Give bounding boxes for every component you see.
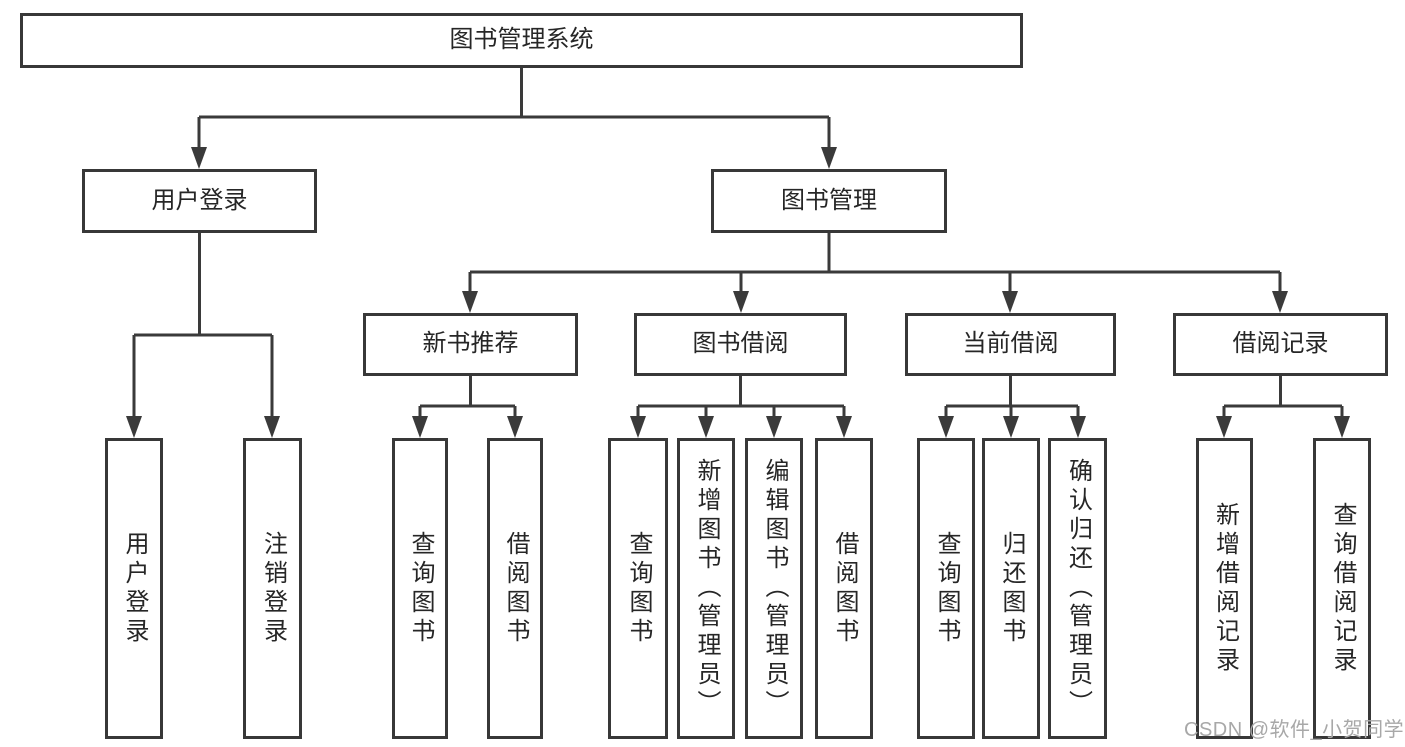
edge-new-book-recommend [418, 376, 517, 420]
node-label: 确认归还（管理员） [1064, 458, 1092, 719]
node-label: 查询图书 [933, 530, 960, 647]
node-book-management: 图书管理 [711, 169, 947, 233]
arrowhead [766, 416, 782, 438]
node-return-books: 归还图书 [982, 438, 1040, 739]
node-label: 归还图书 [998, 530, 1025, 647]
node-label: 当前借阅 [962, 330, 1059, 358]
node-add-borrow-record: 新增借阅记录 [1196, 438, 1253, 739]
arrowhead [1003, 416, 1019, 438]
node-label: 查询图书 [407, 530, 434, 647]
arrowhead [264, 416, 280, 438]
arrowhead [462, 291, 478, 313]
node-query-books-borrow: 查询图书 [608, 438, 668, 739]
arrowhead [1334, 416, 1350, 438]
node-label: 借阅图书 [502, 530, 529, 647]
node-borrow-books-recommend: 借阅图书 [487, 438, 543, 739]
node-label: 新增图书（管理员） [693, 458, 720, 719]
arrowhead [126, 416, 142, 438]
node-label: 图书管理 [781, 186, 877, 214]
node-label: 注销登录 [259, 530, 287, 647]
arrowhead [836, 416, 852, 438]
node-edit-book-admin: 编辑图书（管理员） [745, 438, 803, 739]
node-user-login: 用户登录 [82, 169, 317, 233]
node-query-books-current: 查询图书 [917, 438, 975, 739]
arrowhead [630, 416, 646, 438]
node-label: 新书推荐 [422, 330, 519, 358]
arrowhead [821, 147, 837, 169]
node-root: 图书管理系统 [20, 13, 1023, 68]
node-label: 用户登录 [121, 530, 148, 647]
node-label: 图书管理系统 [449, 26, 594, 54]
node-current-borrow: 当前借阅 [905, 313, 1116, 376]
node-label: 查询借阅记录 [1329, 501, 1356, 676]
arrowhead [698, 416, 714, 438]
node-label: 新增借阅记录 [1211, 501, 1239, 676]
edge-root [197, 68, 831, 152]
node-query-books-recommend: 查询图书 [392, 438, 448, 739]
node-label: 图书借阅 [692, 330, 789, 358]
node-book-borrow: 图书借阅 [634, 313, 847, 376]
edge-book-borrow [636, 376, 846, 420]
arrowhead [1070, 416, 1086, 438]
arrowhead [191, 147, 207, 169]
arrowhead [507, 416, 523, 438]
node-label: 借阅图书 [831, 530, 858, 647]
arrowhead [1002, 291, 1018, 313]
node-borrow-books-leaf: 借阅图书 [815, 438, 873, 739]
node-add-book-admin: 新增图书（管理员） [677, 438, 735, 739]
node-label: 查询图书 [625, 530, 652, 647]
arrowhead [1272, 291, 1288, 313]
node-new-book-recommend: 新书推荐 [363, 313, 578, 376]
node-confirm-return-admin: 确认归还（管理员） [1048, 438, 1107, 739]
edge-book-management [468, 233, 1282, 295]
node-user-login-leaf: 用户登录 [105, 438, 163, 739]
arrowhead [938, 416, 954, 438]
node-label: 借阅记录 [1232, 330, 1329, 358]
node-borrow-records: 借阅记录 [1173, 313, 1388, 376]
node-query-borrow-record: 查询借阅记录 [1313, 438, 1371, 739]
node-label: 编辑图书（管理员） [761, 458, 788, 719]
edge-borrow-records [1222, 376, 1344, 420]
csdn-watermark: CSDN @软件_小贺同学 [1184, 719, 1405, 741]
edge-user-login [132, 233, 274, 420]
node-label: 用户登录 [151, 186, 248, 214]
node-logout-leaf: 注销登录 [243, 438, 302, 739]
edge-current-borrow [944, 376, 1080, 420]
arrowhead [412, 416, 428, 438]
arrowhead [1216, 416, 1232, 438]
arrowhead [733, 291, 749, 313]
